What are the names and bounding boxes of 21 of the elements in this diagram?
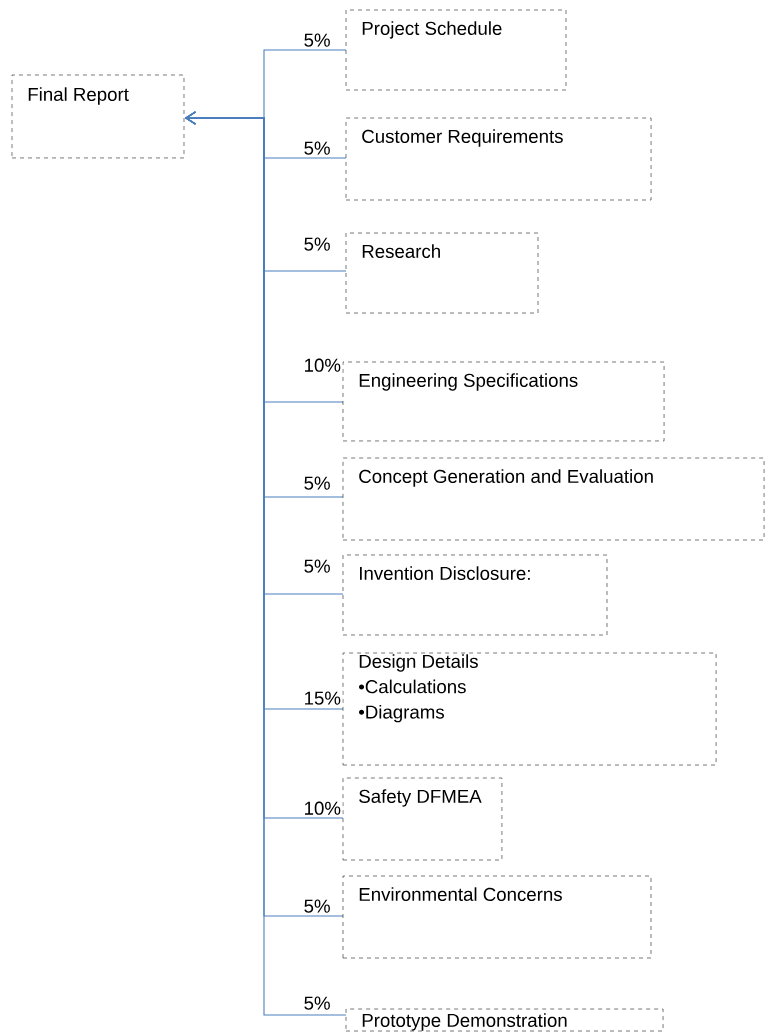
- edge-label: 10%: [305, 358, 341, 372]
- process-box: Research: [345, 232, 539, 314]
- process-box: Safety DFMEA: [342, 777, 503, 861]
- edge-label: 5%: [304, 141, 330, 155]
- process-box: Final Report: [11, 74, 185, 159]
- edge-label: 5%: [304, 237, 330, 251]
- edge-label: 5%: [304, 476, 330, 490]
- process-box: Engineering Specifications: [342, 361, 665, 442]
- process-box: Design Details •Calculations •Diagrams: [342, 652, 717, 766]
- edge-label: 5%: [304, 33, 330, 47]
- process-box: Invention Disclosure:: [342, 554, 608, 636]
- process-box: Environmental Concerns: [342, 875, 652, 959]
- edge-label: 15%: [305, 691, 341, 705]
- edge-label: 5%: [304, 559, 330, 573]
- edge-label: 5%: [304, 899, 330, 913]
- edge-label: 5%: [304, 996, 330, 1010]
- process-box: Customer Requirements: [345, 117, 652, 201]
- edge-label: 10%: [305, 801, 341, 815]
- process-box: Concept Generation and Evaluation: [342, 457, 765, 541]
- process-box: Prototype Demonstration: [345, 1008, 664, 1032]
- process-box: Project Schedule: [345, 9, 567, 91]
